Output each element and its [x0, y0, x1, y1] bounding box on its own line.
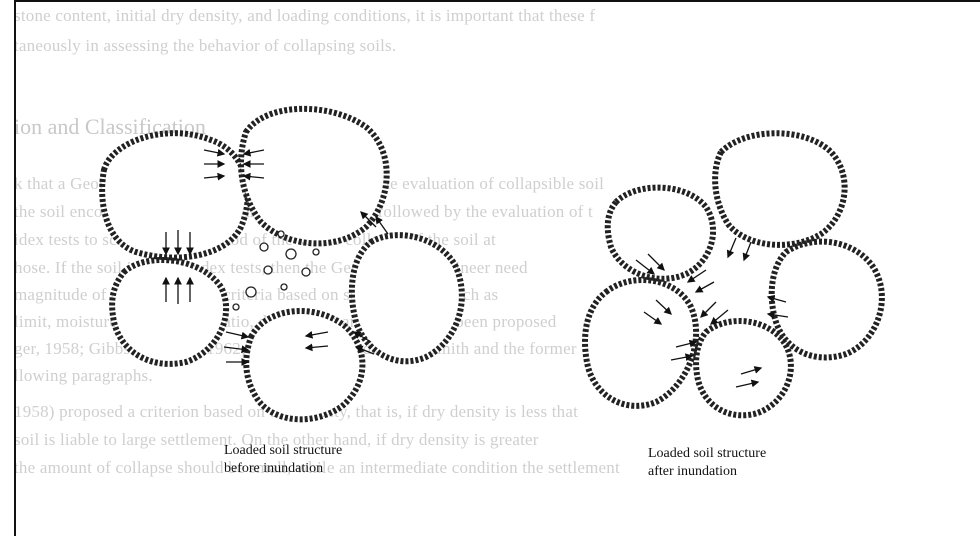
soil-grain [102, 133, 248, 257]
soil-grain [241, 109, 387, 244]
left-soil-grains [102, 109, 462, 420]
soil-grain [112, 260, 226, 364]
caption-line: Loaded soil structure [648, 445, 766, 463]
soil-grain [715, 133, 845, 245]
soil-grain [585, 280, 696, 406]
caption-line: after inundation [648, 463, 766, 481]
caption-line: Loaded soil structure [224, 442, 342, 460]
soil-grain [772, 242, 882, 358]
soil-grain [352, 235, 462, 361]
right-figure-caption: Loaded soil structure after inundation [648, 445, 766, 481]
right-soil-grains [585, 133, 882, 415]
document-page: stone content, initial dry density, and … [14, 0, 980, 536]
soil-grain [696, 321, 791, 415]
left-figure-caption: Loaded soil structure before inundation [224, 442, 342, 478]
caption-line: before inundation [224, 460, 342, 478]
soil-structure-figure [16, 2, 980, 536]
soil-grain [246, 311, 362, 419]
soil-grain [608, 188, 713, 279]
